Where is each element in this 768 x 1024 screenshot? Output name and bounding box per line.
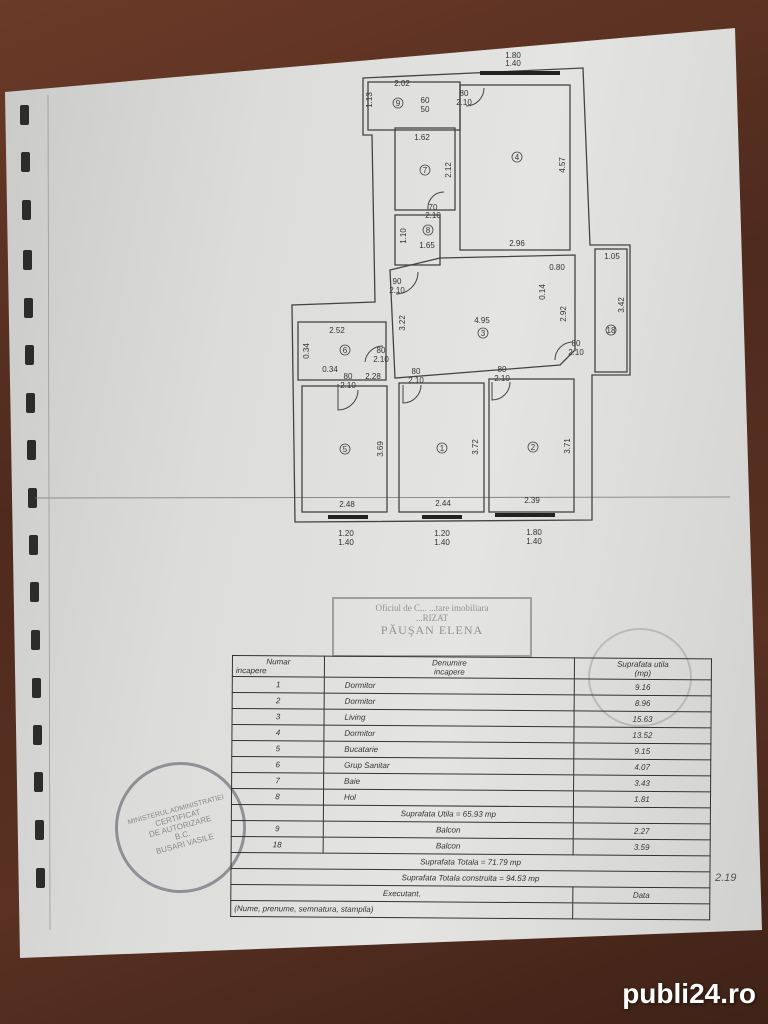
dimension: 2.10 <box>340 381 356 390</box>
dimension: 90 <box>393 277 402 286</box>
room-7-bath <box>394 127 456 211</box>
watermark-logo: publi24.ro <box>622 978 756 1009</box>
dimension: 80 <box>344 372 353 381</box>
outer-wall <box>291 67 631 523</box>
dimension: 2.10 <box>568 348 584 357</box>
dimension: 2.10 <box>373 355 389 364</box>
dimension: 70 <box>429 203 438 212</box>
dimension: 2.10 <box>456 98 472 107</box>
dimension: 80 <box>377 346 386 355</box>
dimension: 2.52 <box>329 326 345 335</box>
window-dim: 1.80 <box>505 51 521 60</box>
dimension: 3.69 <box>376 441 385 457</box>
stamp-text: ...RIZAT <box>415 613 449 623</box>
round-stamp-faint <box>588 628 692 727</box>
dimension: 4.95 <box>474 316 490 325</box>
dimension: 2.96 <box>509 239 525 248</box>
room-number: 8 <box>426 226 431 235</box>
dimension: 0.80 <box>549 263 565 272</box>
dimension: 2.10 <box>389 286 405 295</box>
room-number: 2 <box>531 443 536 452</box>
room-number: 5 <box>343 445 348 454</box>
window-dim: 1.80 <box>526 528 542 537</box>
dimension: 2.02 <box>394 79 410 88</box>
dimension: 0.14 <box>538 284 547 300</box>
window-dim: 1.20 <box>338 529 354 538</box>
room-number: 18 <box>607 326 616 335</box>
dimension: 3.42 <box>617 297 626 313</box>
room-2-bedroom <box>488 378 575 513</box>
room-number: 6 <box>343 346 348 355</box>
dimension: 2.48 <box>339 500 355 509</box>
dimension: 2.28 <box>365 372 381 381</box>
room-3-living <box>389 254 576 379</box>
room-number: 4 <box>515 153 520 162</box>
dimension: 2.12 <box>444 162 453 178</box>
room-1-bedroom <box>398 382 485 513</box>
room-number: 3 <box>481 329 486 338</box>
dimension: 80 <box>412 367 421 376</box>
room-9-balcony <box>367 81 461 131</box>
room-number: 7 <box>423 166 428 175</box>
room-number: 9 <box>396 99 401 108</box>
dimension: 80 <box>498 365 507 374</box>
dimension: 3.71 <box>563 438 572 454</box>
dimension: 2.10 <box>408 376 424 385</box>
dimension: 2.92 <box>559 306 568 322</box>
room-number: 1 <box>440 444 445 453</box>
dimension: 1.05 <box>604 252 620 261</box>
dimension: 2.44 <box>435 499 451 508</box>
dimension: 0.34 <box>322 365 338 374</box>
room-6-wc <box>297 321 387 381</box>
dimension: 0.34 <box>302 343 311 359</box>
dimension: 4.57 <box>558 157 567 173</box>
dimension: 1.10 <box>399 228 408 244</box>
stamp-text: Oficiul de C... ...tare imobiliara <box>375 603 489 613</box>
window-dim: 1.20 <box>434 529 450 538</box>
dimension: 2.39 <box>524 496 540 505</box>
header-cell: Suprafata utila(mp) <box>574 657 712 680</box>
room-5-kitchen <box>301 385 388 513</box>
window-dim: 1.40 <box>505 59 521 68</box>
window-dim: 1.40 <box>526 537 542 546</box>
cadastre-stamp: Oficiul de C... ...tare imobiliara ...RI… <box>332 597 532 657</box>
dimension: 3.72 <box>471 439 480 455</box>
dimension: 80 <box>572 339 581 348</box>
window-dim: 1.40 <box>434 538 450 547</box>
dimension: 1.65 <box>419 241 435 250</box>
dimension: 60 <box>421 96 430 105</box>
room-8-hall <box>394 214 441 266</box>
stamp-text: PĂUŞAN ELENA <box>380 623 484 637</box>
window-dim: 1.40 <box>338 538 354 547</box>
margin-note: 2.19 <box>715 872 737 884</box>
dimension: 2.10 <box>494 374 510 383</box>
dimension: 50 <box>421 105 430 114</box>
dimension: 1.13 <box>365 92 374 108</box>
signature-row: (Nume, prenume, semnatura, stampila) <box>230 900 710 920</box>
room-18-balcony <box>594 248 628 373</box>
dimension: 1.62 <box>414 133 430 142</box>
dimension: 80 <box>460 89 469 98</box>
room-4-bedroom <box>459 84 571 251</box>
dimension: 2.10 <box>425 211 441 220</box>
dimension: 3.22 <box>398 315 407 331</box>
